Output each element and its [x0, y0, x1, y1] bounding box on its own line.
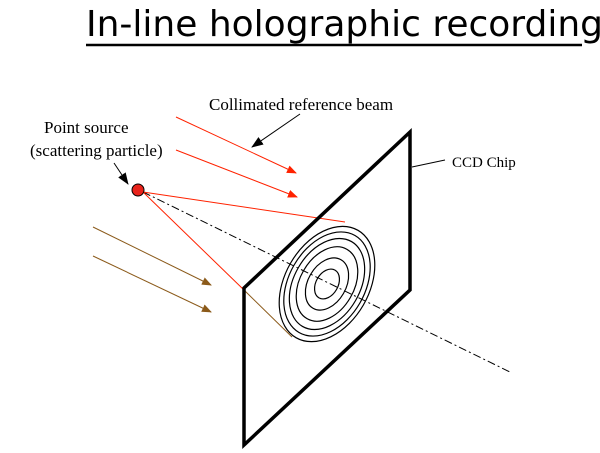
fringe-ring [283, 231, 371, 337]
fringe-ring [304, 257, 350, 311]
scattered-ray-lower-behind [243, 289, 293, 338]
object-beam-ray-2 [92, 255, 212, 313]
reference-beam-label: Collimated reference beam [209, 95, 393, 114]
page-title: In-line holographic recording [86, 4, 600, 45]
fringe-ring [278, 225, 376, 343]
point-source-sublabel: (scattering particle) [30, 141, 163, 160]
ccd-chip [242, 127, 412, 450]
fringe-ring [288, 237, 366, 331]
reference-beam-pointer [251, 113, 301, 148]
fringe-ring [313, 268, 341, 300]
optical-axis [142, 191, 513, 374]
fringe-ring [295, 246, 359, 322]
interference-fringes [278, 225, 376, 343]
reference-beam-ray-2 [175, 149, 298, 198]
ccd-chip-label: CCD Chip [452, 155, 516, 171]
scattered-ray-upper [142, 191, 346, 223]
point-source-label: Point source [44, 118, 129, 137]
scattered-ray-lower [142, 191, 245, 291]
point-source-particle [131, 183, 145, 197]
ccd-chip-pointer [411, 159, 446, 168]
reference-beam-ray-1 [175, 116, 297, 174]
object-beam-ray-1 [92, 226, 212, 286]
point-source-pointer [113, 162, 129, 185]
